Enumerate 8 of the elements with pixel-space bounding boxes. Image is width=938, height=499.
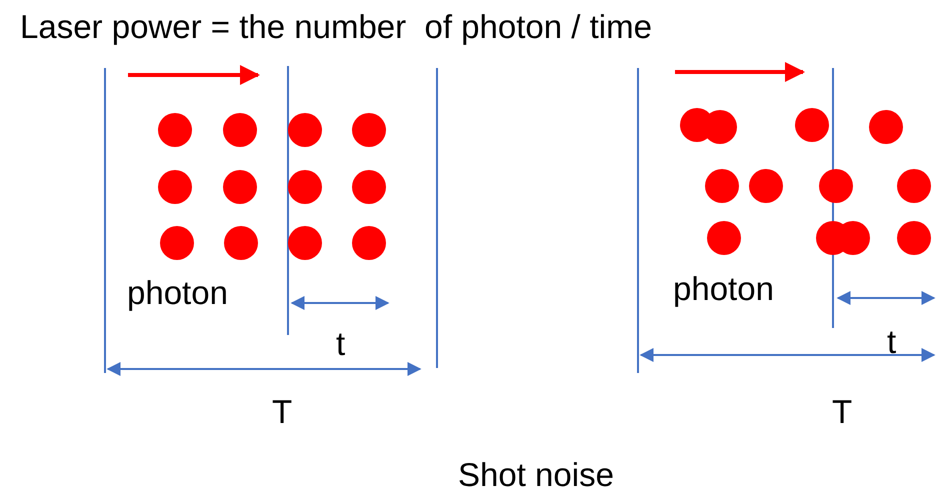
caption: Shot noise [458,456,614,494]
dimension-label: t [887,325,896,358]
dimension-label: T [272,395,292,428]
photon-label: photon [127,276,228,309]
title: Laser power = the number of photon / time [20,8,652,46]
dimension-label: T [832,395,852,428]
dimension-label: t [336,327,346,360]
photon-label: photon [673,272,774,305]
